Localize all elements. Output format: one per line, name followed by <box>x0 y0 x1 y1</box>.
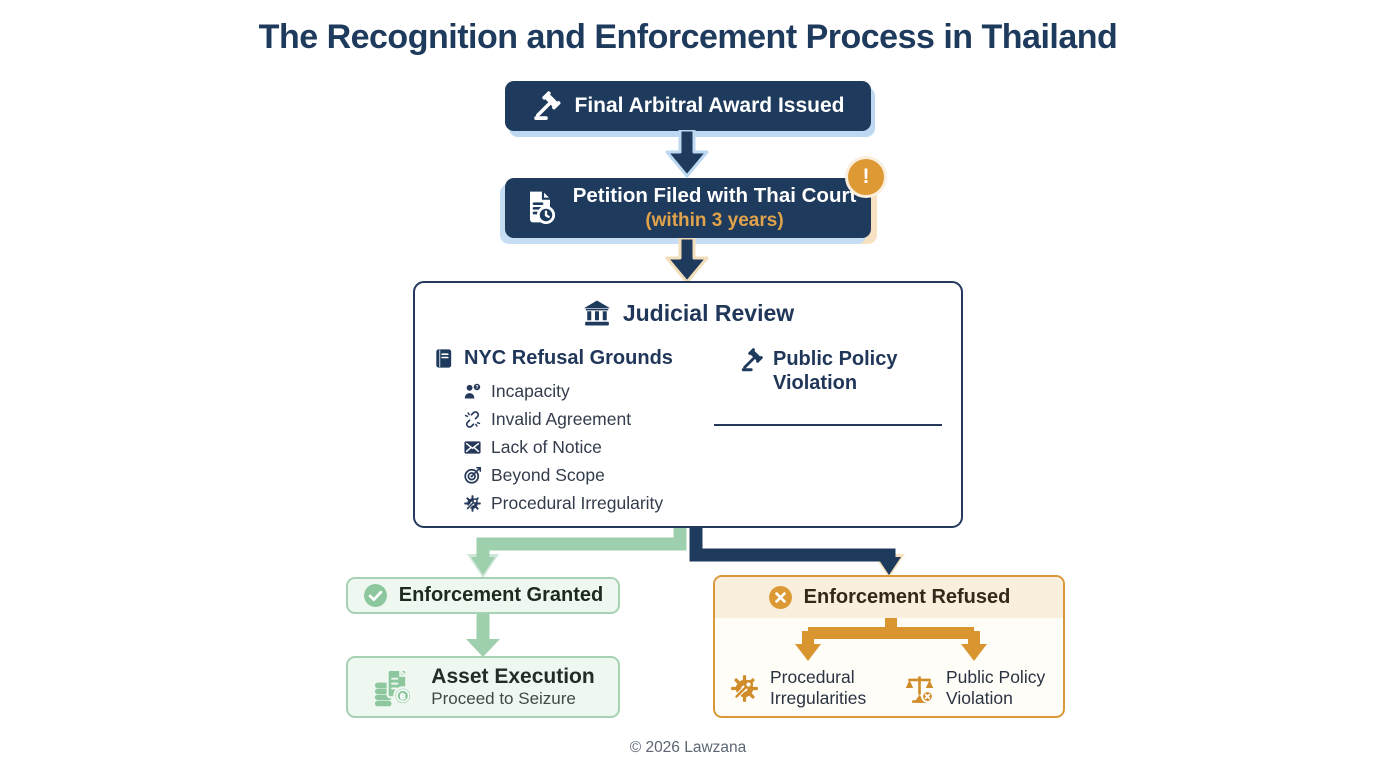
person-question-icon <box>463 382 482 401</box>
judicial-review-panel: Judicial Review NYC Refusal Grounds Inca… <box>413 281 963 528</box>
broken-link-icon <box>463 410 482 429</box>
step-petition-box: Petition Filed with Thai Court (within 3… <box>505 156 887 238</box>
list-item: Invalid Agreement <box>463 405 663 433</box>
step-final-award-box: Final Arbitral Award Issued <box>505 81 871 131</box>
envelope-x-icon <box>463 438 482 457</box>
judicial-review-title: Judicial Review <box>622 299 795 326</box>
enforcement-refused-box: Enforcement Refused Procedural Irregular… <box>713 575 1065 718</box>
gavel-icon <box>532 91 562 121</box>
branch-connector <box>467 528 905 578</box>
list-item-label: Beyond Scope <box>491 464 605 485</box>
scales-x-icon <box>903 672 936 705</box>
enforcement-refused-label: Enforcement Refused <box>803 586 1011 608</box>
step-petition-label: Petition Filed with Thai Court <box>572 184 857 208</box>
refused-reason: Public Policy Violation <box>903 667 1063 709</box>
step-final-award-label: Final Arbitral Award Issued <box>574 94 845 117</box>
public-policy-header: Public Policy Violation <box>740 347 930 396</box>
asset-execution-box: Asset Execution Proceed to Seizure <box>346 656 620 718</box>
alert-badge: ! <box>845 156 887 198</box>
flow-arrow-down-1 <box>665 130 709 178</box>
list-item-label: Incapacity <box>491 380 570 401</box>
refused-reason-label: Procedural Irregularities <box>770 667 867 708</box>
public-policy-underline <box>714 424 942 426</box>
gavel-icon <box>740 348 764 372</box>
refusal-grounds-header: NYC Refusal Grounds <box>432 347 673 370</box>
refused-reason: Procedural Irregularities <box>729 667 888 709</box>
page-title: The Recognition and Enforcement Process … <box>258 18 1118 56</box>
copyright-text: © 2026 Lawzana <box>629 739 747 756</box>
enforcement-refused-header: Enforcement Refused <box>715 577 1063 618</box>
judicial-review-header: Judicial Review <box>415 298 961 328</box>
list-item: Incapacity <box>463 377 663 405</box>
x-circle-icon <box>768 585 793 610</box>
asset-execution-title: Asset Execution <box>431 664 595 688</box>
list-item-label: Invalid Agreement <box>491 408 632 429</box>
enforcement-granted-box: Enforcement Granted <box>346 577 620 614</box>
refused-split-connector <box>795 618 987 661</box>
coins-document-baht-icon <box>371 664 418 711</box>
list-item: Procedural Irregularity <box>463 489 663 517</box>
list-item: Beyond Scope <box>463 461 663 489</box>
granted-to-asset-arrow <box>466 614 500 657</box>
list-item-label: Lack of Notice <box>491 436 602 457</box>
refusal-grounds-list: Incapacity Invalid Agreement Lack of Not… <box>463 377 663 517</box>
refusal-grounds-title: NYC Refusal Grounds <box>464 347 673 369</box>
flow-arrow-down-2 <box>665 238 709 284</box>
target-icon <box>463 466 482 485</box>
gear-wrench-icon <box>729 673 760 704</box>
gear-wrench-icon <box>463 494 482 513</box>
public-policy-title: Public Policy Violation <box>773 348 898 395</box>
enforcement-granted-label: Enforcement Granted <box>398 584 604 606</box>
refused-reason-label: Public Policy Violation <box>946 667 1046 708</box>
step-petition-deadline: (within 3 years) <box>645 209 784 231</box>
list-item-label: Procedural Irregularity <box>491 492 664 513</box>
book-icon <box>432 347 455 370</box>
list-item: Lack of Notice <box>463 433 663 461</box>
document-clock-icon <box>520 188 560 228</box>
asset-execution-subtitle: Proceed to Seizure <box>431 689 576 709</box>
check-circle-icon <box>363 583 388 608</box>
courthouse-icon <box>582 298 612 328</box>
